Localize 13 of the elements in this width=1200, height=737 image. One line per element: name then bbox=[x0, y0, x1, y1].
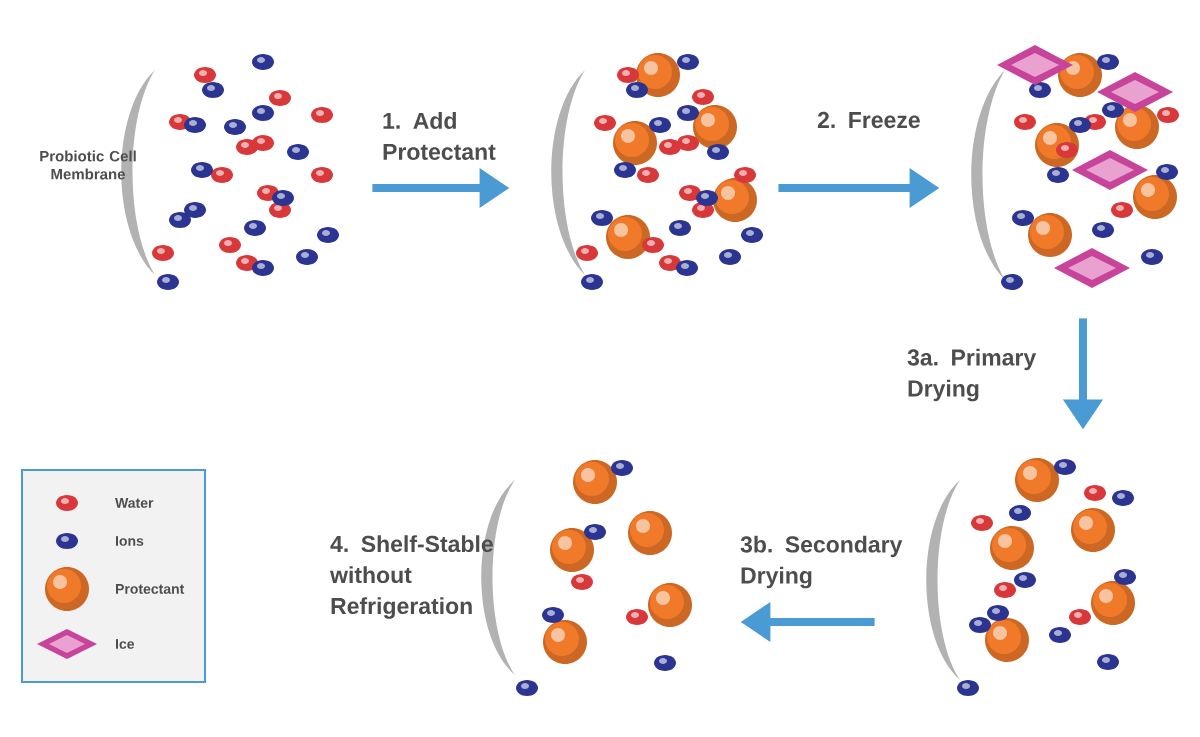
step-label: 3b. Secondary Drying bbox=[740, 535, 903, 589]
step-label: 3a. Primary Drying bbox=[907, 348, 1037, 402]
step-label: 2. Freeze bbox=[817, 111, 920, 129]
step-label: 1. Add Protectant bbox=[383, 112, 496, 160]
legend-label: Ice bbox=[116, 639, 135, 649]
membrane-label: Probiotic Cell Membrane bbox=[40, 150, 136, 180]
legend-label: Water bbox=[115, 498, 154, 508]
legend-label: Ions bbox=[116, 536, 144, 546]
step-label: 4. Shelf-Stable without Refrigeration bbox=[330, 535, 493, 619]
cell-drawing bbox=[926, 458, 1136, 696]
legend-label: Protectant bbox=[116, 584, 185, 594]
cell-drawing bbox=[551, 53, 763, 290]
cell-drawing bbox=[971, 45, 1179, 290]
